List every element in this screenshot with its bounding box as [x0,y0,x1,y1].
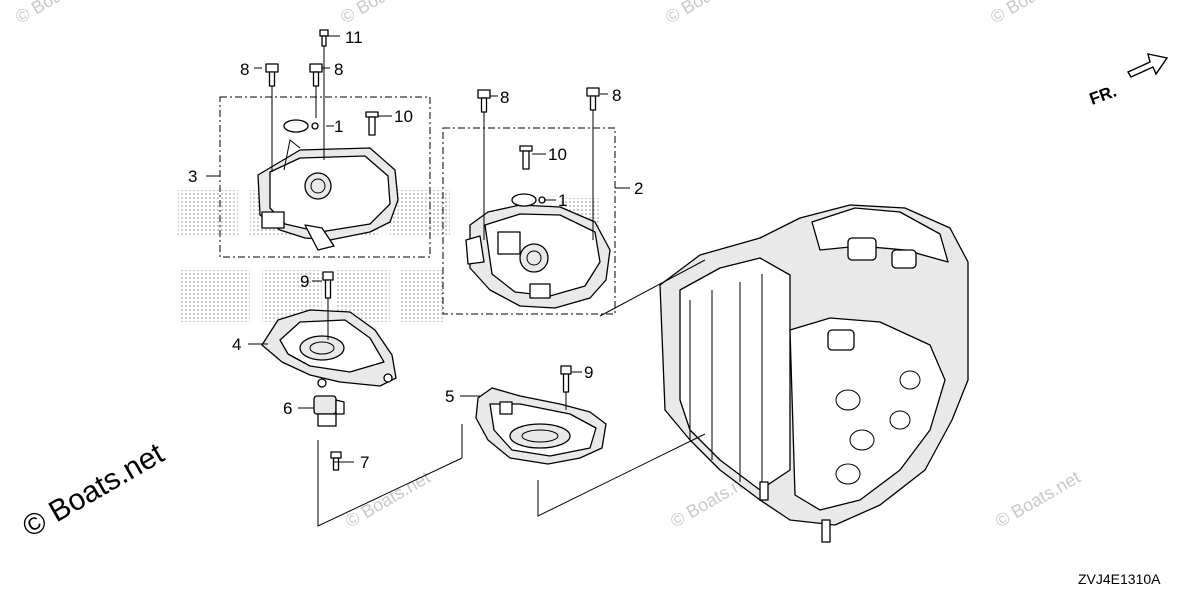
callout-1: 1 [558,191,567,210]
callout-11: 11 [345,28,363,47]
watermark-large: © Boats.net [17,437,170,545]
watermark-text: © Boats.net [987,0,1079,27]
engine-block [659,204,969,543]
bolt-8-d [586,87,600,111]
watermark-text: © Boats.net [12,0,104,27]
callout-4: 4 [232,335,241,354]
group-box-part-2 [442,127,616,315]
callout-7: 7 [360,453,369,472]
callout-3: 3 [188,167,197,186]
callout-labels: 11 8 8 8 8 10 10 1 1 3 2 9 9 4 5 6 7 [188,28,643,472]
callout-6: 6 [283,399,292,418]
watermark-text: © Boats.net [662,0,754,27]
part-2-inner-cover [465,204,611,309]
front-label: FR. [1087,82,1119,109]
bolt-8-c [477,89,491,113]
part-5-lower-plate [475,387,607,465]
watermark-text: © Boats.net [337,0,429,27]
callout-8: 8 [500,88,509,107]
part-4-back-plate [261,309,397,388]
bolt-8-b [309,63,323,87]
part-1-grommet-right [511,193,546,207]
front-direction-indicator: FR. [1087,53,1169,109]
part-3-upper-cover [257,139,399,251]
group-box-part-3 [219,96,431,258]
bolt-10-b [519,145,533,170]
callout-1: 1 [334,117,343,136]
callout-2: 2 [634,179,643,198]
leader-lines [206,35,706,527]
callout-8: 8 [240,60,249,79]
callout-10: 10 [548,145,567,164]
watermark-text: © Boats.net [342,467,434,531]
callout-10: 10 [394,107,413,126]
watermark-text: © Boats.net [992,467,1084,531]
callout-9: 9 [300,272,309,291]
bolt-7 [330,451,342,471]
bolt-11 [319,29,329,47]
part-1-grommet-left [283,119,319,133]
part-6-sensor [313,395,345,427]
bolt-8-a [265,63,279,87]
bolt-10-a [365,111,379,136]
callout-8: 8 [612,86,621,105]
front-arrow-icon [1126,53,1169,78]
bolt-9-b [560,365,572,393]
callout-8: 8 [334,60,343,79]
callout-9: 9 [584,363,593,382]
callout-5: 5 [445,387,454,406]
bolt-9-a [322,271,334,299]
diagram-code: ZVJ4E1310A [1078,571,1161,587]
